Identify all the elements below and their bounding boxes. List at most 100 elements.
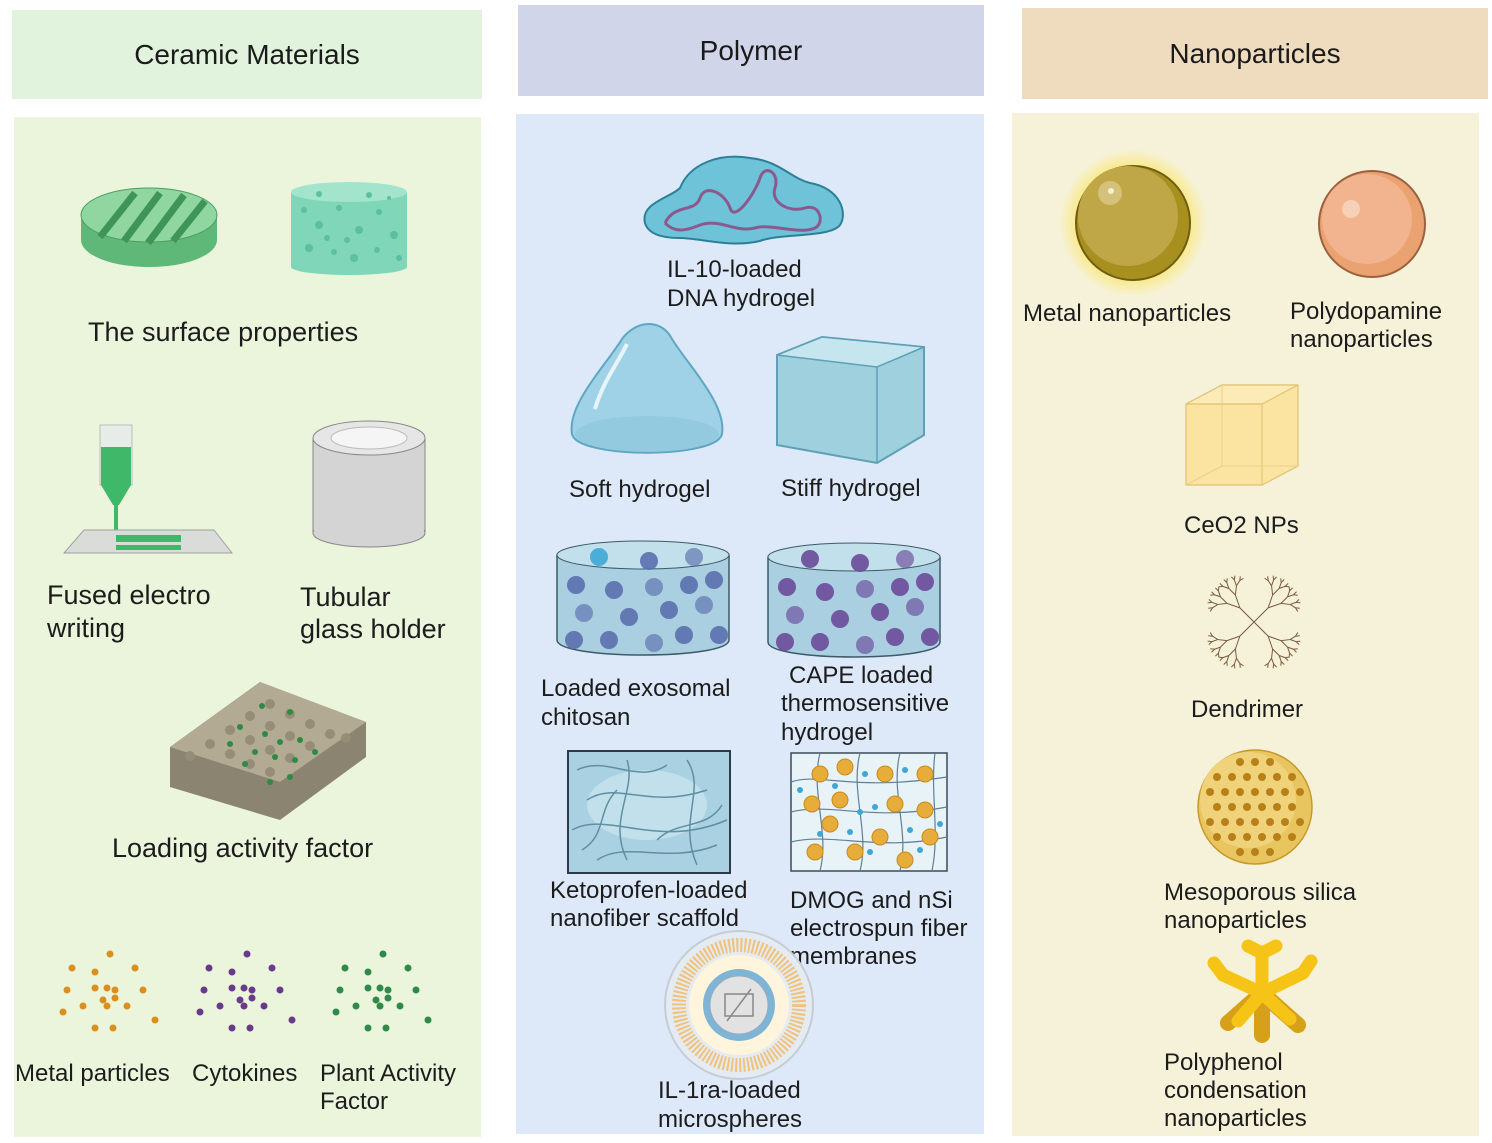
particle-dot — [364, 984, 372, 992]
dendrimer-branch — [1212, 604, 1219, 609]
particle-dot — [228, 1024, 236, 1032]
particle-dot — [246, 1024, 254, 1032]
dendrimer-branch — [1239, 621, 1255, 637]
metal-nanoparticle-icon — [1058, 148, 1208, 298]
dendrimer-branch — [1287, 646, 1291, 654]
loaded-sphere — [575, 604, 593, 622]
item-label: Plant Activity — [320, 1060, 457, 1087]
particle-dot — [364, 1024, 372, 1032]
dendrimer-branch — [1264, 663, 1269, 667]
silica-pore — [1266, 818, 1274, 826]
item-label: electrospun fiber — [790, 915, 968, 942]
silica-pore — [1243, 773, 1251, 781]
dendrimer-branch — [1211, 639, 1218, 643]
item-label: CAPE loaded — [789, 662, 934, 689]
tubular-holder-icon — [311, 418, 427, 550]
loaded-sphere — [831, 610, 849, 628]
particle-dot — [372, 996, 380, 1004]
dendrimer-branch — [1228, 648, 1236, 656]
silica-pore — [1296, 788, 1304, 796]
item-label: DMOG and nSi — [790, 887, 953, 914]
dendrimer-branch — [1287, 646, 1294, 650]
dendrimer-branch — [1295, 632, 1299, 637]
particle-dot — [99, 996, 107, 1004]
loaded-sphere — [896, 550, 914, 568]
particle-dot — [151, 1016, 159, 1024]
dendrimer-branch — [1223, 579, 1228, 583]
item-label: Metal nanoparticles — [1023, 300, 1232, 327]
particle-dot — [103, 1002, 111, 1010]
mesoporous-silica-icon — [1196, 748, 1314, 866]
particle-dot — [123, 1002, 131, 1010]
dendrimer-branch — [1217, 639, 1228, 642]
item-label: Ketoprofen-loaded — [550, 877, 748, 904]
loaded-sphere — [856, 580, 874, 598]
dendrimer-branch — [1278, 655, 1286, 659]
polydopamine-nanoparticle-icon — [1317, 169, 1427, 279]
dendrimer-branch — [1272, 648, 1280, 656]
silica-pore — [1258, 833, 1266, 841]
particle-dot — [103, 984, 111, 992]
item-label: chitosan — [541, 704, 631, 731]
particle-dot — [248, 994, 256, 1002]
particle-dot — [384, 994, 392, 1002]
item-label: nanofiber scaffold — [550, 905, 740, 932]
particle-dot — [91, 968, 99, 976]
grooved-disc-icon — [80, 185, 220, 270]
column-header-nanoparticles: Nanoparticles — [1022, 8, 1488, 99]
particle-dot — [396, 1002, 404, 1010]
item-label: Soft hydrogel — [569, 476, 711, 503]
dendrimer-branch — [1234, 585, 1237, 596]
particle-dot — [382, 1024, 390, 1032]
silica-pore — [1221, 788, 1229, 796]
loaded-sphere — [680, 576, 698, 594]
silica-pore — [1243, 803, 1251, 811]
loaded-sphere — [778, 578, 796, 596]
silica-pore — [1236, 758, 1244, 766]
item-label: Dendrimer — [1191, 696, 1304, 723]
dendrimer-branch — [1219, 657, 1224, 661]
silica-pore — [1281, 818, 1289, 826]
dendrimer-branch — [1284, 583, 1289, 587]
particle-dot — [131, 964, 139, 972]
microsphere-icon — [663, 929, 815, 1081]
dendrimer-branch — [1212, 635, 1219, 640]
dendrimer-branch — [1234, 635, 1241, 650]
dendrimer-branch — [1239, 663, 1244, 667]
dendrimer-branch — [1233, 658, 1237, 665]
dendrimer-branch — [1208, 641, 1213, 646]
item-label: IL-1ra-loaded — [658, 1077, 801, 1104]
dendrimer-branch — [1267, 635, 1274, 650]
particle-dot — [228, 968, 236, 976]
item-label: nanoparticles — [1290, 326, 1433, 353]
dendrimer-branch — [1226, 582, 1230, 589]
particle-dot — [376, 1002, 384, 1010]
dendrimer-branch — [1271, 585, 1274, 596]
particle-dot — [240, 984, 248, 992]
dendrimer-branch — [1278, 655, 1282, 662]
loaded-sphere — [645, 578, 663, 596]
particle-dot — [240, 1002, 248, 1010]
dendrimer-branch — [1230, 663, 1235, 668]
dendrimer-branch — [1211, 601, 1218, 605]
loaded-sphere — [816, 583, 834, 601]
silica-pore — [1288, 773, 1296, 781]
dendrimer-branch — [1209, 632, 1213, 637]
dendrimer-branch — [1280, 640, 1288, 648]
dendrimer-branch — [1228, 588, 1236, 596]
ceo2-cube-icon — [1184, 384, 1300, 486]
silica-pore — [1273, 803, 1281, 811]
silica-pore — [1206, 818, 1214, 826]
dendrimer-branch — [1267, 657, 1272, 664]
item-label: Cytokines — [192, 1060, 298, 1087]
particle-dot — [236, 996, 244, 1004]
dna-hydrogel-icon — [640, 153, 848, 248]
silica-pore — [1236, 848, 1244, 856]
particle-dot — [364, 968, 372, 976]
particle-dot — [376, 984, 384, 992]
silica-pore — [1243, 833, 1251, 841]
dendrimer-branch — [1289, 652, 1293, 657]
dendrimer-branch — [1295, 641, 1300, 646]
loaded-sphere — [710, 626, 728, 644]
dendrimer-branch — [1278, 582, 1282, 589]
